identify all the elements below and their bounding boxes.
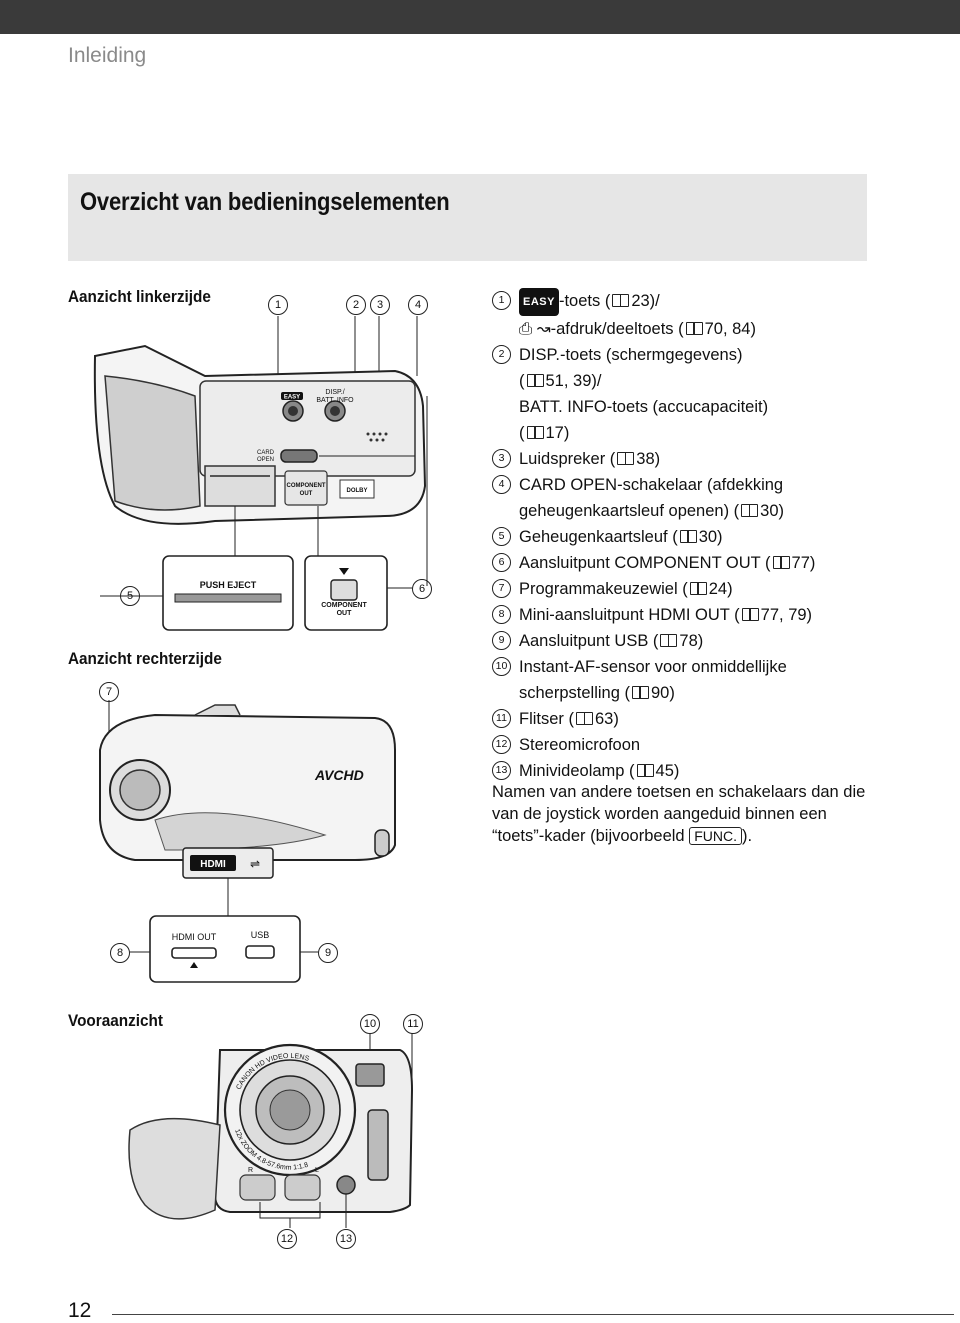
callout-9: 9 [318, 943, 338, 963]
item-number: 9 [492, 631, 511, 650]
book-icon [679, 530, 697, 543]
item-number: 12 [492, 735, 511, 754]
right-side-illustration: AVCHD HDMI ⇌ [99, 700, 396, 890]
print-share-icon: ⎙ ↝ [519, 320, 551, 338]
footer-divider [112, 1314, 954, 1315]
item-number: 11 [492, 709, 511, 728]
book-icon [772, 556, 790, 569]
component-out-label-1: COMPONENT [287, 483, 326, 489]
item-number: 2 [492, 345, 511, 364]
book-icon [617, 452, 635, 465]
hdmi-usb-detail: HDMI OUT USB [130, 888, 318, 983]
callout-12: 12 [277, 1229, 297, 1249]
batt-info-label: BATT. INFO [316, 397, 354, 404]
callout-10: 10 [360, 1014, 380, 1034]
item-number: 1 [492, 291, 511, 310]
controls-list: 1 EASY-toets (23)/ ⎙ ↝-afdruk/deeltoets … [492, 288, 952, 784]
list-item-13: 13 Minivideolamp (45) [492, 758, 952, 784]
avchd-label: AVCHD [314, 767, 364, 783]
component-box-label-1: COMPONENT [321, 602, 367, 609]
callout-11: 11 [403, 1014, 423, 1034]
book-icon [526, 374, 544, 387]
note-paragraph: Namen van andere toetsen en schakelaars … [492, 783, 866, 845]
book-icon [636, 764, 654, 777]
easy-button-icon: EASY [519, 288, 559, 316]
list-item-11: 11 Flitser (63) [492, 706, 952, 732]
book-icon [741, 608, 759, 621]
book-icon [576, 712, 593, 725]
left-side-heading: Aanzicht linkerzijde [68, 287, 211, 306]
component-box-label-2: OUT [337, 610, 353, 617]
item-number: 6 [492, 553, 511, 572]
item-number: 7 [492, 579, 511, 598]
mic-l-label: L [315, 1167, 319, 1174]
book-icon [741, 504, 759, 517]
func-key-box: FUNC. [689, 827, 742, 845]
list-item-3: 3 Luidspreker (38) [492, 446, 952, 472]
book-icon [660, 634, 678, 647]
front-heading: Vooraanzicht [68, 1011, 163, 1030]
card-open-label-2: OPEN [257, 457, 274, 463]
header-bar [0, 0, 960, 34]
callout-2: 2 [346, 295, 366, 315]
hdmi-out-label: HDMI OUT [172, 932, 217, 942]
callout-13: 13 [336, 1229, 356, 1249]
dolby-label: DOLBY [347, 488, 368, 494]
callout-8: 8 [110, 943, 130, 963]
usb-label: USB [251, 930, 270, 940]
item-number: 13 [492, 761, 511, 780]
svg-text:⇌: ⇌ [250, 857, 260, 871]
list-item-8: 8 Mini-aansluitpunt HDMI OUT (77, 79) [492, 602, 952, 628]
page-title: Overzicht van bedieningselementen [80, 188, 450, 216]
book-icon [689, 582, 707, 595]
list-item-2: 2 DISP.-toets (schermgegevens) (51, 39)/… [492, 342, 952, 446]
book-icon [631, 686, 649, 699]
item-number: 10 [492, 657, 511, 676]
title-box: Overzicht van bedieningselementen [68, 174, 867, 261]
list-item-12: 12 Stereomicrofoon [492, 732, 952, 758]
callout-4: 4 [408, 295, 428, 315]
left-side-illustration: EASY DISP./ BATT. INFO CARD OPEN COMPONE… [93, 316, 428, 631]
list-item-5: 5 Geheugenkaartsleuf (30) [492, 524, 952, 550]
mic-r-label: R [248, 1167, 253, 1174]
front-illustration: CANON HD VIDEO LENS 12x ZOOM 4.8-57.6mm … [128, 1033, 414, 1228]
callout-1: 1 [268, 295, 288, 315]
list-item-4: 4 CARD OPEN-schakelaar (afdekking geheug… [492, 472, 952, 524]
disp-label: DISP./ [325, 389, 344, 396]
right-side-heading: Aanzicht rechterzijde [68, 649, 222, 668]
item-number: 4 [492, 475, 511, 494]
section-label: Inleiding [68, 44, 147, 67]
component-out-label-2: OUT [300, 491, 313, 497]
list-item-7: 7 Programmakeuzewiel (24) [492, 576, 952, 602]
book-icon [526, 426, 544, 439]
item-number: 8 [492, 605, 511, 624]
book-icon [612, 294, 630, 307]
list-item-6: 6 Aansluitpunt COMPONENT OUT (77) [492, 550, 952, 576]
callout-7: 7 [99, 682, 119, 702]
list-item-1: 1 EASY-toets (23)/ ⎙ ↝-afdruk/deeltoets … [492, 288, 952, 342]
book-icon [685, 322, 703, 335]
easy-label: EASY [284, 395, 300, 401]
list-item-9: 9 Aansluitpunt USB (78) [492, 628, 952, 654]
item-number: 5 [492, 527, 511, 546]
hdmi-label: HDMI [200, 859, 226, 870]
item-number: 3 [492, 449, 511, 468]
card-open-label-1: CARD [257, 450, 275, 456]
push-eject-label: PUSH EJECT [200, 580, 257, 590]
callout-3: 3 [370, 295, 390, 315]
page-number: 12 [68, 1299, 92, 1322]
list-item-10: 10 Instant-AF-sensor voor onmiddellijke … [492, 654, 952, 706]
